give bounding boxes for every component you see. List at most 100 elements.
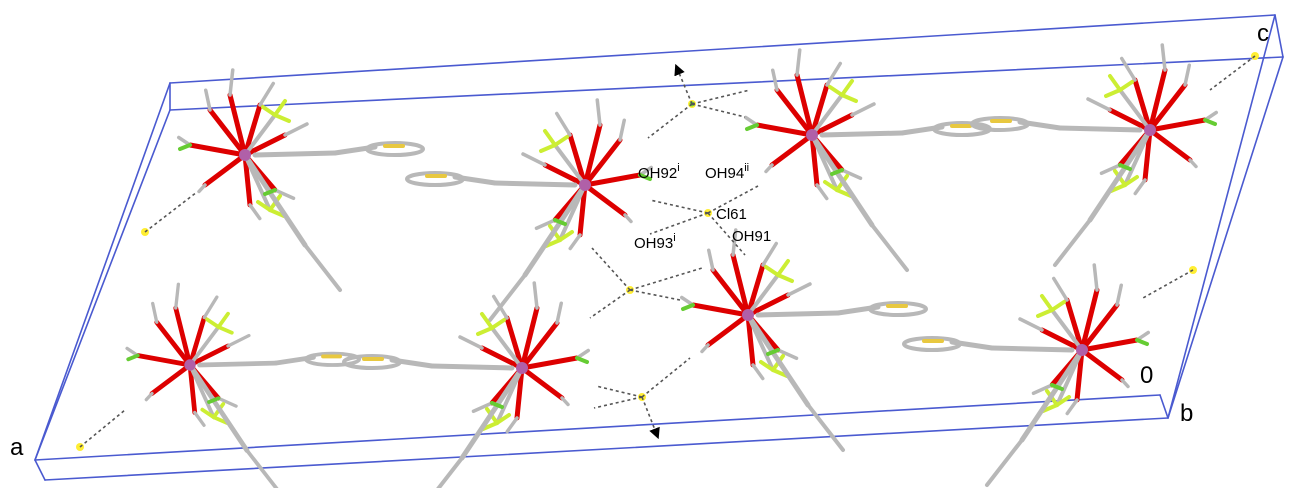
metal-oxygen-bond	[809, 112, 855, 138]
fluorine-atom	[539, 143, 557, 153]
hydrogen-atom	[1203, 118, 1217, 126]
cell-edge	[44, 417, 1169, 481]
ethanol-carbon	[458, 335, 484, 350]
ethanol-carbon	[815, 183, 829, 201]
ligand-chain	[809, 132, 875, 228]
metal-oxygen-bond	[242, 102, 263, 158]
metal-atom	[516, 362, 528, 374]
fluorine-atom	[200, 407, 216, 420]
cell-edge	[1167, 56, 1284, 419]
ethanol-carbon	[618, 118, 626, 142]
metal-oxygen-bond	[519, 355, 580, 371]
molecule	[177, 68, 425, 292]
hydrogen-atom	[681, 303, 695, 311]
ethanol-carbon	[771, 68, 779, 92]
metal-oxygen-bond	[745, 312, 756, 368]
fluorine-atom	[1050, 300, 1066, 312]
metal-oxygen-bond	[567, 132, 588, 188]
axis-label-a: a	[10, 434, 24, 461]
ethanol-carbon	[202, 295, 219, 320]
metal-oxygen-bond	[809, 82, 830, 138]
hydrogen-atom	[178, 143, 192, 151]
ethanol-carbon	[1065, 398, 1079, 416]
metal-oxygen-bond	[1147, 117, 1208, 133]
aromatic-ring	[365, 141, 425, 157]
hydrogen-atom	[1118, 163, 1132, 171]
ligand-chain	[870, 223, 909, 272]
metal-oxygen-bond	[745, 262, 766, 318]
metal-oxygen-bond	[1107, 107, 1153, 133]
cell-edge	[34, 459, 46, 481]
hydrogen-bond	[647, 103, 693, 139]
ligand-chain	[488, 273, 527, 322]
metal-oxygen-bond	[187, 142, 248, 158]
cell-edge	[169, 14, 1276, 84]
hydrogen-bond	[1209, 55, 1256, 91]
cf3-carbon	[746, 273, 780, 317]
hydrogen-bond	[641, 396, 660, 440]
ethanol-carbon	[248, 203, 262, 221]
fluorine-atom	[776, 273, 794, 283]
ligand-chain	[1053, 218, 1092, 267]
ethanol-carbon	[258, 81, 275, 107]
label-oh91: OH91	[732, 228, 771, 245]
label-oh94: OH94ii	[705, 162, 749, 182]
molecule	[902, 263, 1150, 487]
hydrogen-atom	[766, 348, 780, 356]
fluorine-atom	[211, 415, 229, 425]
hydrogen-bond	[629, 289, 681, 301]
ethanol-carbon	[764, 163, 774, 174]
ethanol-carbon	[144, 391, 154, 402]
ethanol-carbon	[1115, 283, 1123, 307]
hydrogen-atom	[1050, 383, 1064, 391]
fluorine-atom	[840, 93, 858, 103]
metal-oxygen-bond	[173, 305, 193, 368]
cell-edge	[34, 394, 1161, 461]
cell-edge	[169, 56, 1284, 111]
ethanol-carbon	[521, 152, 547, 167]
metal-oxygen-bond	[1132, 77, 1153, 133]
ethanol-carbon	[825, 61, 842, 87]
metal-oxygen-bond	[154, 319, 193, 368]
metal-oxygen-bond	[135, 353, 193, 368]
ethanol-carbon	[228, 68, 235, 97]
ethanol-carbon	[776, 348, 799, 360]
metal-oxygen-bond	[542, 162, 588, 188]
hydrogen-bond	[1142, 269, 1194, 299]
hydrogen-bond	[691, 103, 746, 118]
hydrogen-atom	[745, 123, 759, 131]
metal-oxygen-bond	[1147, 127, 1193, 163]
metal-oxygen-bond	[794, 72, 815, 138]
hydrogen-atom	[830, 168, 844, 176]
ethanol-carbon	[1133, 178, 1147, 196]
ethanol-carbon	[505, 416, 519, 434]
hydrogen-atom	[490, 401, 504, 409]
hydrogen-atom	[553, 218, 567, 226]
metal-oxygen-bond	[710, 267, 751, 318]
fluorine-atom	[1118, 80, 1134, 92]
fluorine-atom	[1055, 395, 1071, 407]
metal-atom	[806, 129, 818, 141]
ethanol-carbon	[193, 410, 206, 427]
metal-oxygen-bond	[504, 315, 525, 371]
ethanol-carbon	[568, 233, 582, 251]
label-oh93: OH93i	[634, 232, 676, 252]
metal-atom	[1076, 344, 1088, 356]
fluorine-atom	[481, 421, 499, 431]
metal-oxygen-bond	[577, 182, 588, 238]
hydrogen-atom	[263, 188, 277, 196]
fluorine-atom	[495, 413, 511, 425]
fluorine-atom	[823, 180, 839, 192]
cell-edge	[1159, 394, 1169, 419]
aromatic-ring	[868, 301, 928, 317]
cf3-carbon	[1050, 308, 1084, 352]
metal-oxygen-bond	[1074, 347, 1085, 403]
ligand-chain	[459, 365, 525, 461]
hydrogen-bond	[595, 385, 643, 398]
metal-oxygen-bond	[1079, 287, 1100, 353]
fluorine-atom	[216, 311, 230, 329]
cf3-carbon	[490, 326, 524, 370]
unit-cell-box	[34, 14, 1284, 481]
metal-oxygen-bond	[519, 320, 560, 371]
metal-oxygen-bond	[519, 365, 565, 401]
